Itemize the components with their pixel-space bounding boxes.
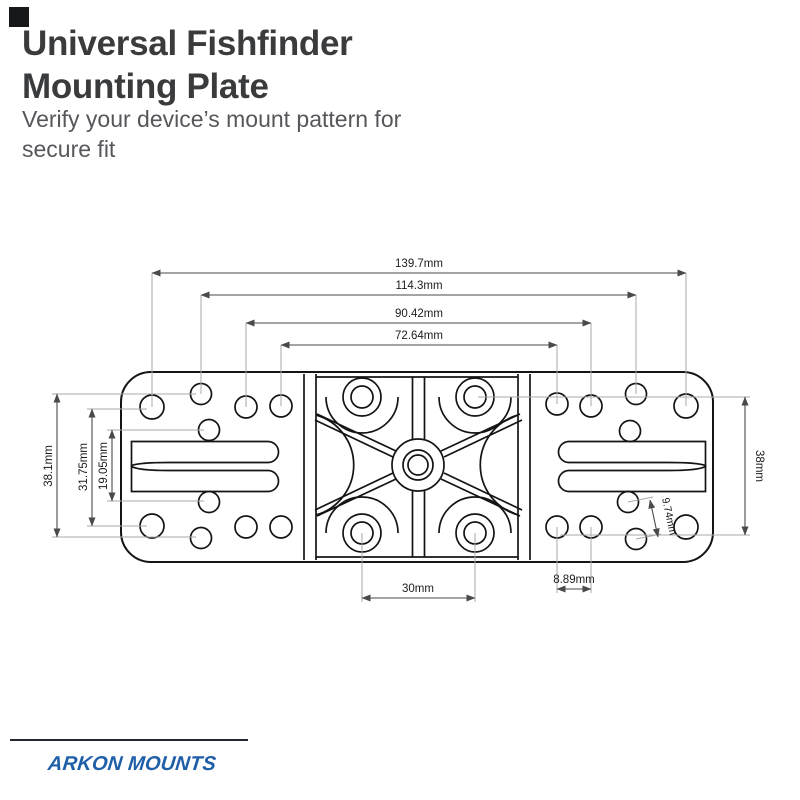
extension-lines (52, 273, 750, 602)
dim-label-90-42: 90.42mm (395, 308, 443, 320)
corner-mark (9, 7, 29, 27)
dimension-labels: 139.7mm 114.3mm 90.42mm 72.64mm 38.1mm 3… (43, 258, 765, 595)
dim-label-114-3: 114.3mm (395, 280, 442, 292)
slot-cutouts (130, 440, 707, 493)
center-spokes (314, 377, 523, 557)
brand-logo: ARKON MOUNTS (46, 753, 218, 775)
dimension-lines (53, 269, 749, 602)
dim-label-139-7: 139.7mm (395, 258, 443, 270)
dim-label-38-1: 38.1mm (43, 445, 55, 487)
title-line2: Mounting Plate (22, 67, 269, 107)
subtitle: Verify your device’s mount pattern for s… (22, 106, 402, 163)
dim-label-31-75: 31.75mm (78, 443, 90, 491)
dim-label-30: 30mm (402, 583, 434, 595)
dim-label-38: 38mm (753, 450, 765, 482)
title-line1: Universal Fishfinder (22, 24, 353, 63)
dim-label-8-89: 8.89mm (553, 574, 595, 586)
center-boss (391, 438, 445, 492)
plate-outline (120, 371, 714, 563)
footer-divider (10, 739, 248, 741)
dim-label-72-64: 72.64mm (395, 330, 443, 342)
dim-label-19-05: 19.05mm (98, 442, 110, 490)
center-section (303, 374, 531, 560)
